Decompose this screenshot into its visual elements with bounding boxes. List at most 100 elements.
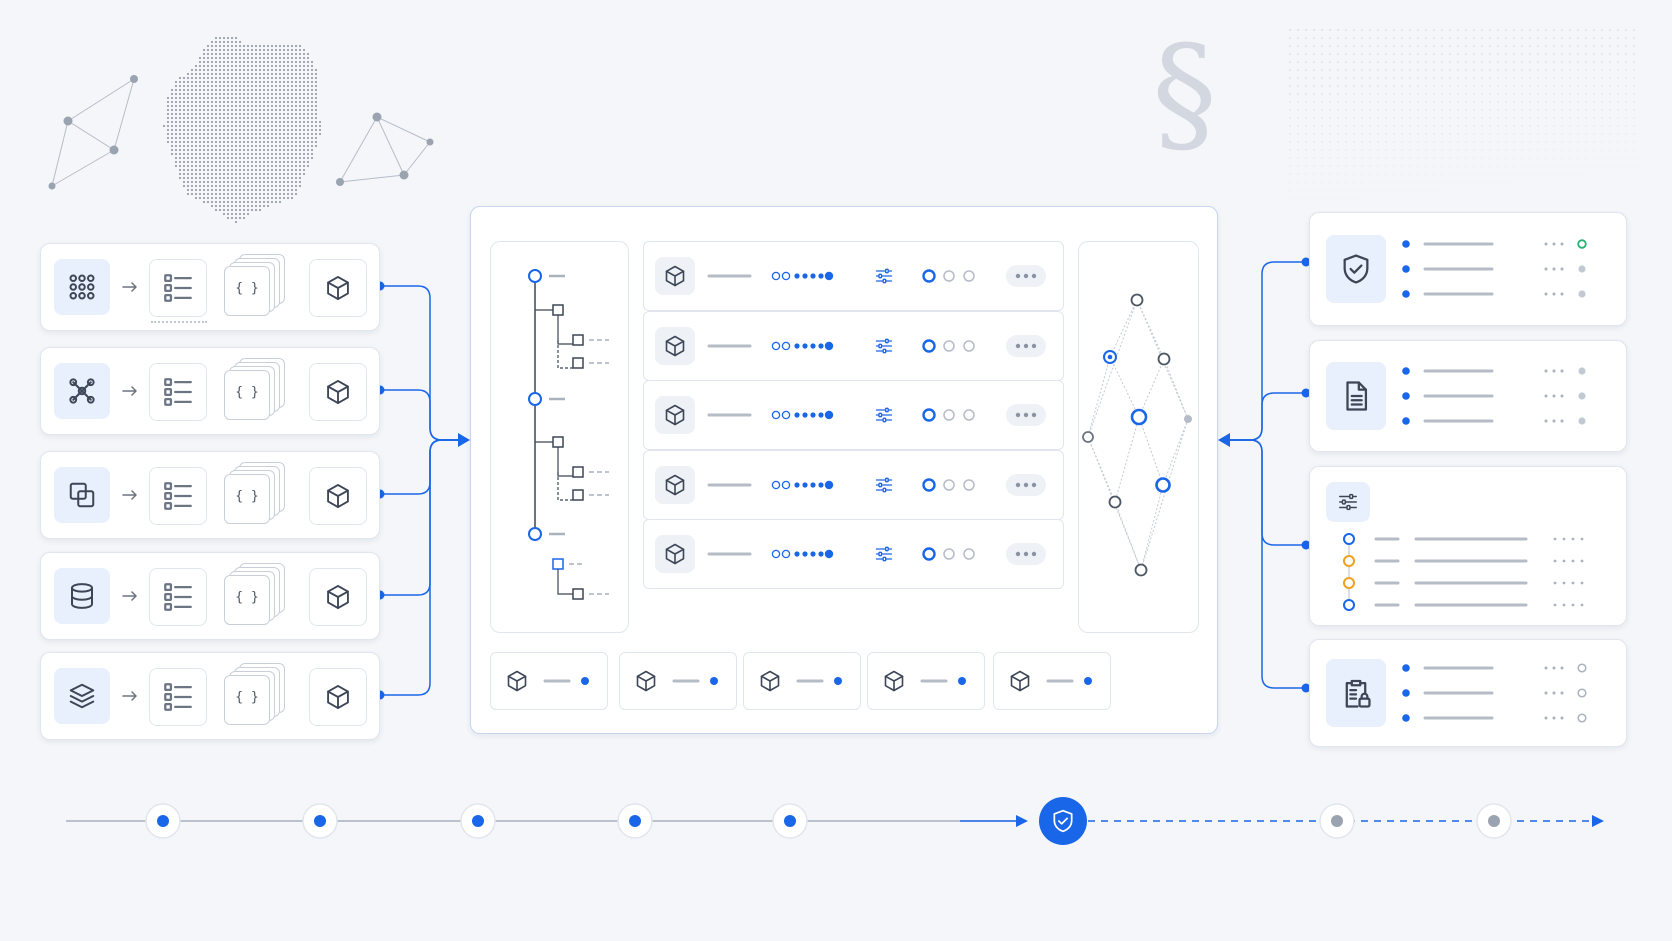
arrow-right-icon bbox=[122, 386, 137, 396]
cube-icon bbox=[665, 265, 685, 287]
timeline-marker bbox=[1343, 533, 1355, 545]
module-chip[interactable] bbox=[619, 652, 737, 710]
graph-node bbox=[1108, 495, 1122, 509]
schema-list-box bbox=[149, 668, 207, 726]
sliders-icon bbox=[875, 338, 893, 353]
more-menu-button[interactable] bbox=[1006, 265, 1046, 287]
code-page: { } bbox=[224, 474, 270, 524]
list-icon bbox=[164, 274, 192, 302]
code-brace-label: { } bbox=[235, 281, 259, 296]
tree-node bbox=[528, 392, 542, 406]
output-card[interactable] bbox=[1309, 639, 1627, 747]
graph-node bbox=[1155, 477, 1171, 493]
timeline-step-current bbox=[1039, 797, 1087, 845]
output-details bbox=[1402, 239, 1587, 298]
arrow-right-icon bbox=[122, 490, 137, 500]
more-menu-button[interactable] bbox=[1006, 543, 1046, 565]
code-brace-label: { } bbox=[235, 385, 259, 400]
source-card[interactable]: { } bbox=[40, 552, 380, 640]
arrow-right-icon bbox=[122, 591, 137, 601]
model-cube-box bbox=[309, 363, 367, 421]
graph-node bbox=[1130, 408, 1148, 426]
timeline-list bbox=[1343, 533, 1584, 611]
status-radio-active bbox=[922, 408, 936, 422]
arrow-right-icon bbox=[122, 691, 137, 701]
sliders-icon bbox=[875, 477, 893, 492]
schema-list-box bbox=[149, 363, 207, 421]
output-card[interactable] bbox=[1309, 340, 1627, 452]
model-cube-box bbox=[309, 259, 367, 317]
overlap-squares-icon bbox=[69, 482, 95, 508]
processing-hub-panel bbox=[470, 206, 1218, 734]
record-metrics bbox=[707, 407, 975, 423]
source-card[interactable]: { } bbox=[40, 347, 380, 435]
map-dot-pattern bbox=[162, 36, 322, 224]
grid-dots-icon bbox=[69, 274, 95, 300]
graph-node bbox=[1130, 293, 1144, 307]
source-card[interactable]: { } bbox=[40, 652, 380, 740]
code-page: { } bbox=[224, 266, 270, 316]
chip-indicator bbox=[543, 677, 589, 685]
cube-icon bbox=[760, 670, 780, 692]
code-page: { } bbox=[224, 575, 270, 625]
record-row[interactable] bbox=[643, 380, 1064, 450]
module-chip[interactable] bbox=[993, 652, 1111, 710]
output-details bbox=[1402, 663, 1587, 723]
source-card[interactable]: { } bbox=[40, 243, 380, 331]
cube-icon bbox=[1010, 670, 1030, 692]
hierarchy-tree bbox=[528, 269, 609, 600]
record-row[interactable] bbox=[643, 241, 1064, 311]
module-chip[interactable] bbox=[867, 652, 985, 710]
cube-icon bbox=[327, 584, 349, 610]
code-brace-label: { } bbox=[235, 489, 259, 504]
more-menu-button[interactable] bbox=[1006, 334, 1046, 357]
record-icon-box bbox=[655, 396, 695, 434]
record-icon-box bbox=[655, 465, 695, 504]
more-menu-button[interactable] bbox=[1006, 404, 1046, 426]
source-icon-box bbox=[54, 259, 110, 315]
record-rows bbox=[643, 241, 1064, 641]
tree-node bbox=[528, 269, 542, 283]
more-dots-icon bbox=[1015, 482, 1037, 487]
process-timeline bbox=[66, 797, 1604, 845]
cube-icon bbox=[636, 670, 656, 692]
code-page: { } bbox=[224, 675, 270, 725]
clipboard-lock-icon bbox=[1345, 679, 1371, 708]
output-icon-box bbox=[1326, 659, 1386, 727]
schema-list-box bbox=[149, 568, 207, 626]
status-radio-active bbox=[922, 547, 936, 561]
status-radio-active bbox=[922, 269, 936, 283]
arrow-right-icon bbox=[122, 282, 137, 292]
ellipsis-dashes bbox=[151, 321, 207, 325]
cube-icon bbox=[665, 404, 685, 426]
list-icon bbox=[164, 482, 192, 510]
code-page: { } bbox=[224, 370, 270, 420]
schema-list-box bbox=[149, 259, 207, 317]
graph-node bbox=[1082, 431, 1094, 443]
module-chip[interactable] bbox=[490, 652, 608, 710]
output-card[interactable] bbox=[1309, 466, 1627, 626]
output-card[interactable] bbox=[1309, 212, 1627, 326]
more-menu-button[interactable] bbox=[1006, 473, 1046, 496]
list-icon bbox=[164, 683, 192, 711]
record-metrics bbox=[707, 546, 975, 562]
source-icon-box bbox=[54, 467, 110, 523]
network-icon bbox=[69, 378, 95, 404]
output-icon-box bbox=[1326, 235, 1386, 303]
more-dots-icon bbox=[1015, 273, 1037, 279]
record-row[interactable] bbox=[643, 519, 1064, 589]
module-chip[interactable] bbox=[743, 652, 861, 710]
sliders-icon bbox=[875, 546, 893, 562]
dot-field-pattern bbox=[1289, 29, 1635, 199]
source-icon-box bbox=[54, 568, 110, 624]
graph-node bbox=[1157, 352, 1171, 366]
shield-check-icon bbox=[1053, 809, 1073, 833]
model-cube-box bbox=[309, 467, 367, 525]
record-row[interactable] bbox=[643, 310, 1064, 381]
cube-icon bbox=[665, 543, 685, 565]
source-icon-box bbox=[54, 668, 110, 724]
source-card[interactable]: { } bbox=[40, 451, 380, 539]
record-row[interactable] bbox=[643, 449, 1064, 520]
record-metrics bbox=[707, 338, 975, 353]
cube-icon bbox=[327, 483, 349, 509]
